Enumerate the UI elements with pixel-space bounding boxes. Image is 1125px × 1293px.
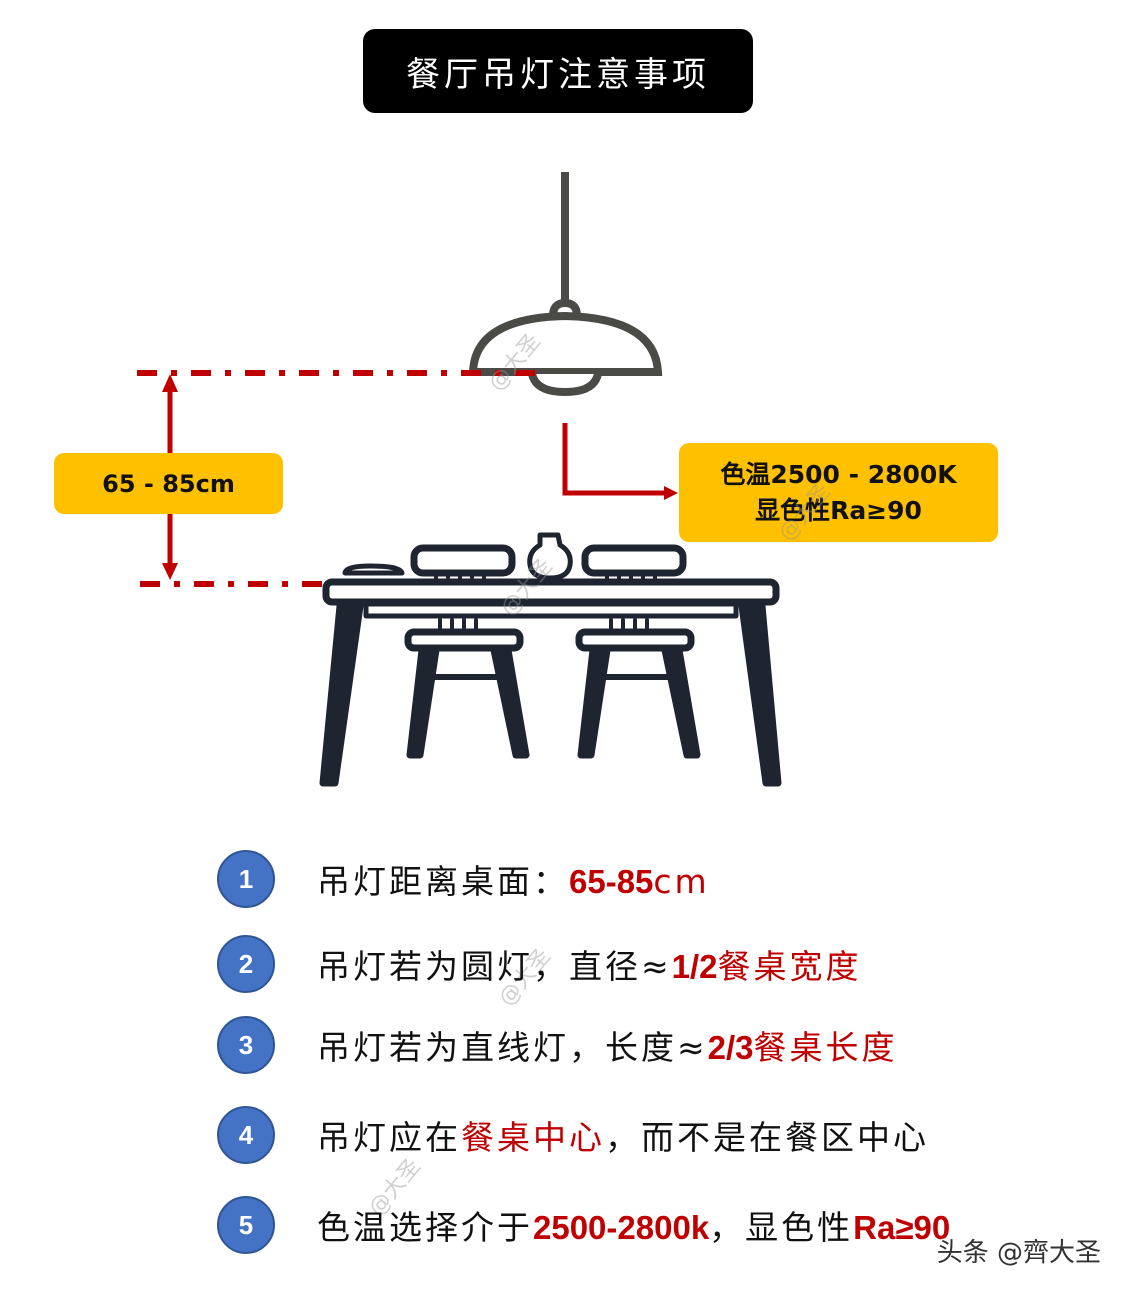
color-temp-line1: 色温2500 - 2800K	[720, 459, 957, 489]
item-text: 吊灯距离桌面：65-85cm	[317, 862, 710, 901]
double-arrow-icon	[162, 374, 178, 580]
number-badge: 4	[217, 1106, 275, 1164]
distance-badge: 65 - 85cm	[54, 453, 283, 514]
title-banner: 餐厅吊灯注意事项	[363, 29, 753, 113]
highlight-value: 2500-2800k	[533, 1209, 710, 1246]
item-text: 吊灯若为直线灯，长度≈2/3餐桌长度	[317, 1028, 898, 1067]
color-temp-badge: 色温2500 - 2800K 显色性Ra≥90	[679, 443, 998, 542]
pendant-lamp-icon	[468, 172, 663, 397]
list-item-5: 5 色温选择介于2500-2800k，显色性Ra≥90	[217, 1196, 950, 1254]
distance-label: 65 - 85cm	[102, 469, 235, 498]
dining-table-icon	[319, 532, 782, 787]
page-title: 餐厅吊灯注意事项	[406, 54, 710, 95]
item-text: 吊灯若为圆灯，直径≈1/2餐桌宽度	[317, 947, 862, 986]
item-text: 吊灯应在餐桌中心，而不是在餐区中心	[317, 1118, 929, 1157]
number-badge: 1	[217, 850, 275, 908]
highlight-value: 2/3	[707, 1029, 754, 1066]
list-item-4: 4 吊灯应在餐桌中心，而不是在餐区中心	[217, 1106, 929, 1164]
source-watermark: 头条 @齊大圣	[936, 1238, 1101, 1268]
color-temp-line2: 显色性Ra≥90	[755, 495, 922, 525]
number-badge: 5	[217, 1196, 275, 1254]
highlight-value: Ra≥90	[853, 1209, 951, 1246]
highlight-value: 65-85	[569, 863, 654, 900]
list-item-1: 1 吊灯距离桌面：65-85cm	[217, 850, 710, 908]
connector-arrow-icon	[562, 423, 678, 500]
lamp-table-illustration	[137, 172, 782, 787]
list-item-3: 3 吊灯若为直线灯，长度≈2/3餐桌长度	[217, 1016, 898, 1074]
item-text: 色温选择介于2500-2800k，显色性Ra≥90	[317, 1208, 951, 1247]
measurement-lines	[137, 370, 540, 587]
number-badge: 2	[217, 935, 275, 993]
highlight-value: 1/2	[671, 948, 718, 985]
highlight-value: 餐桌中心	[461, 1118, 605, 1157]
list-item-2: 2 吊灯若为圆灯，直径≈1/2餐桌宽度	[217, 935, 862, 993]
number-badge: 3	[217, 1016, 275, 1074]
